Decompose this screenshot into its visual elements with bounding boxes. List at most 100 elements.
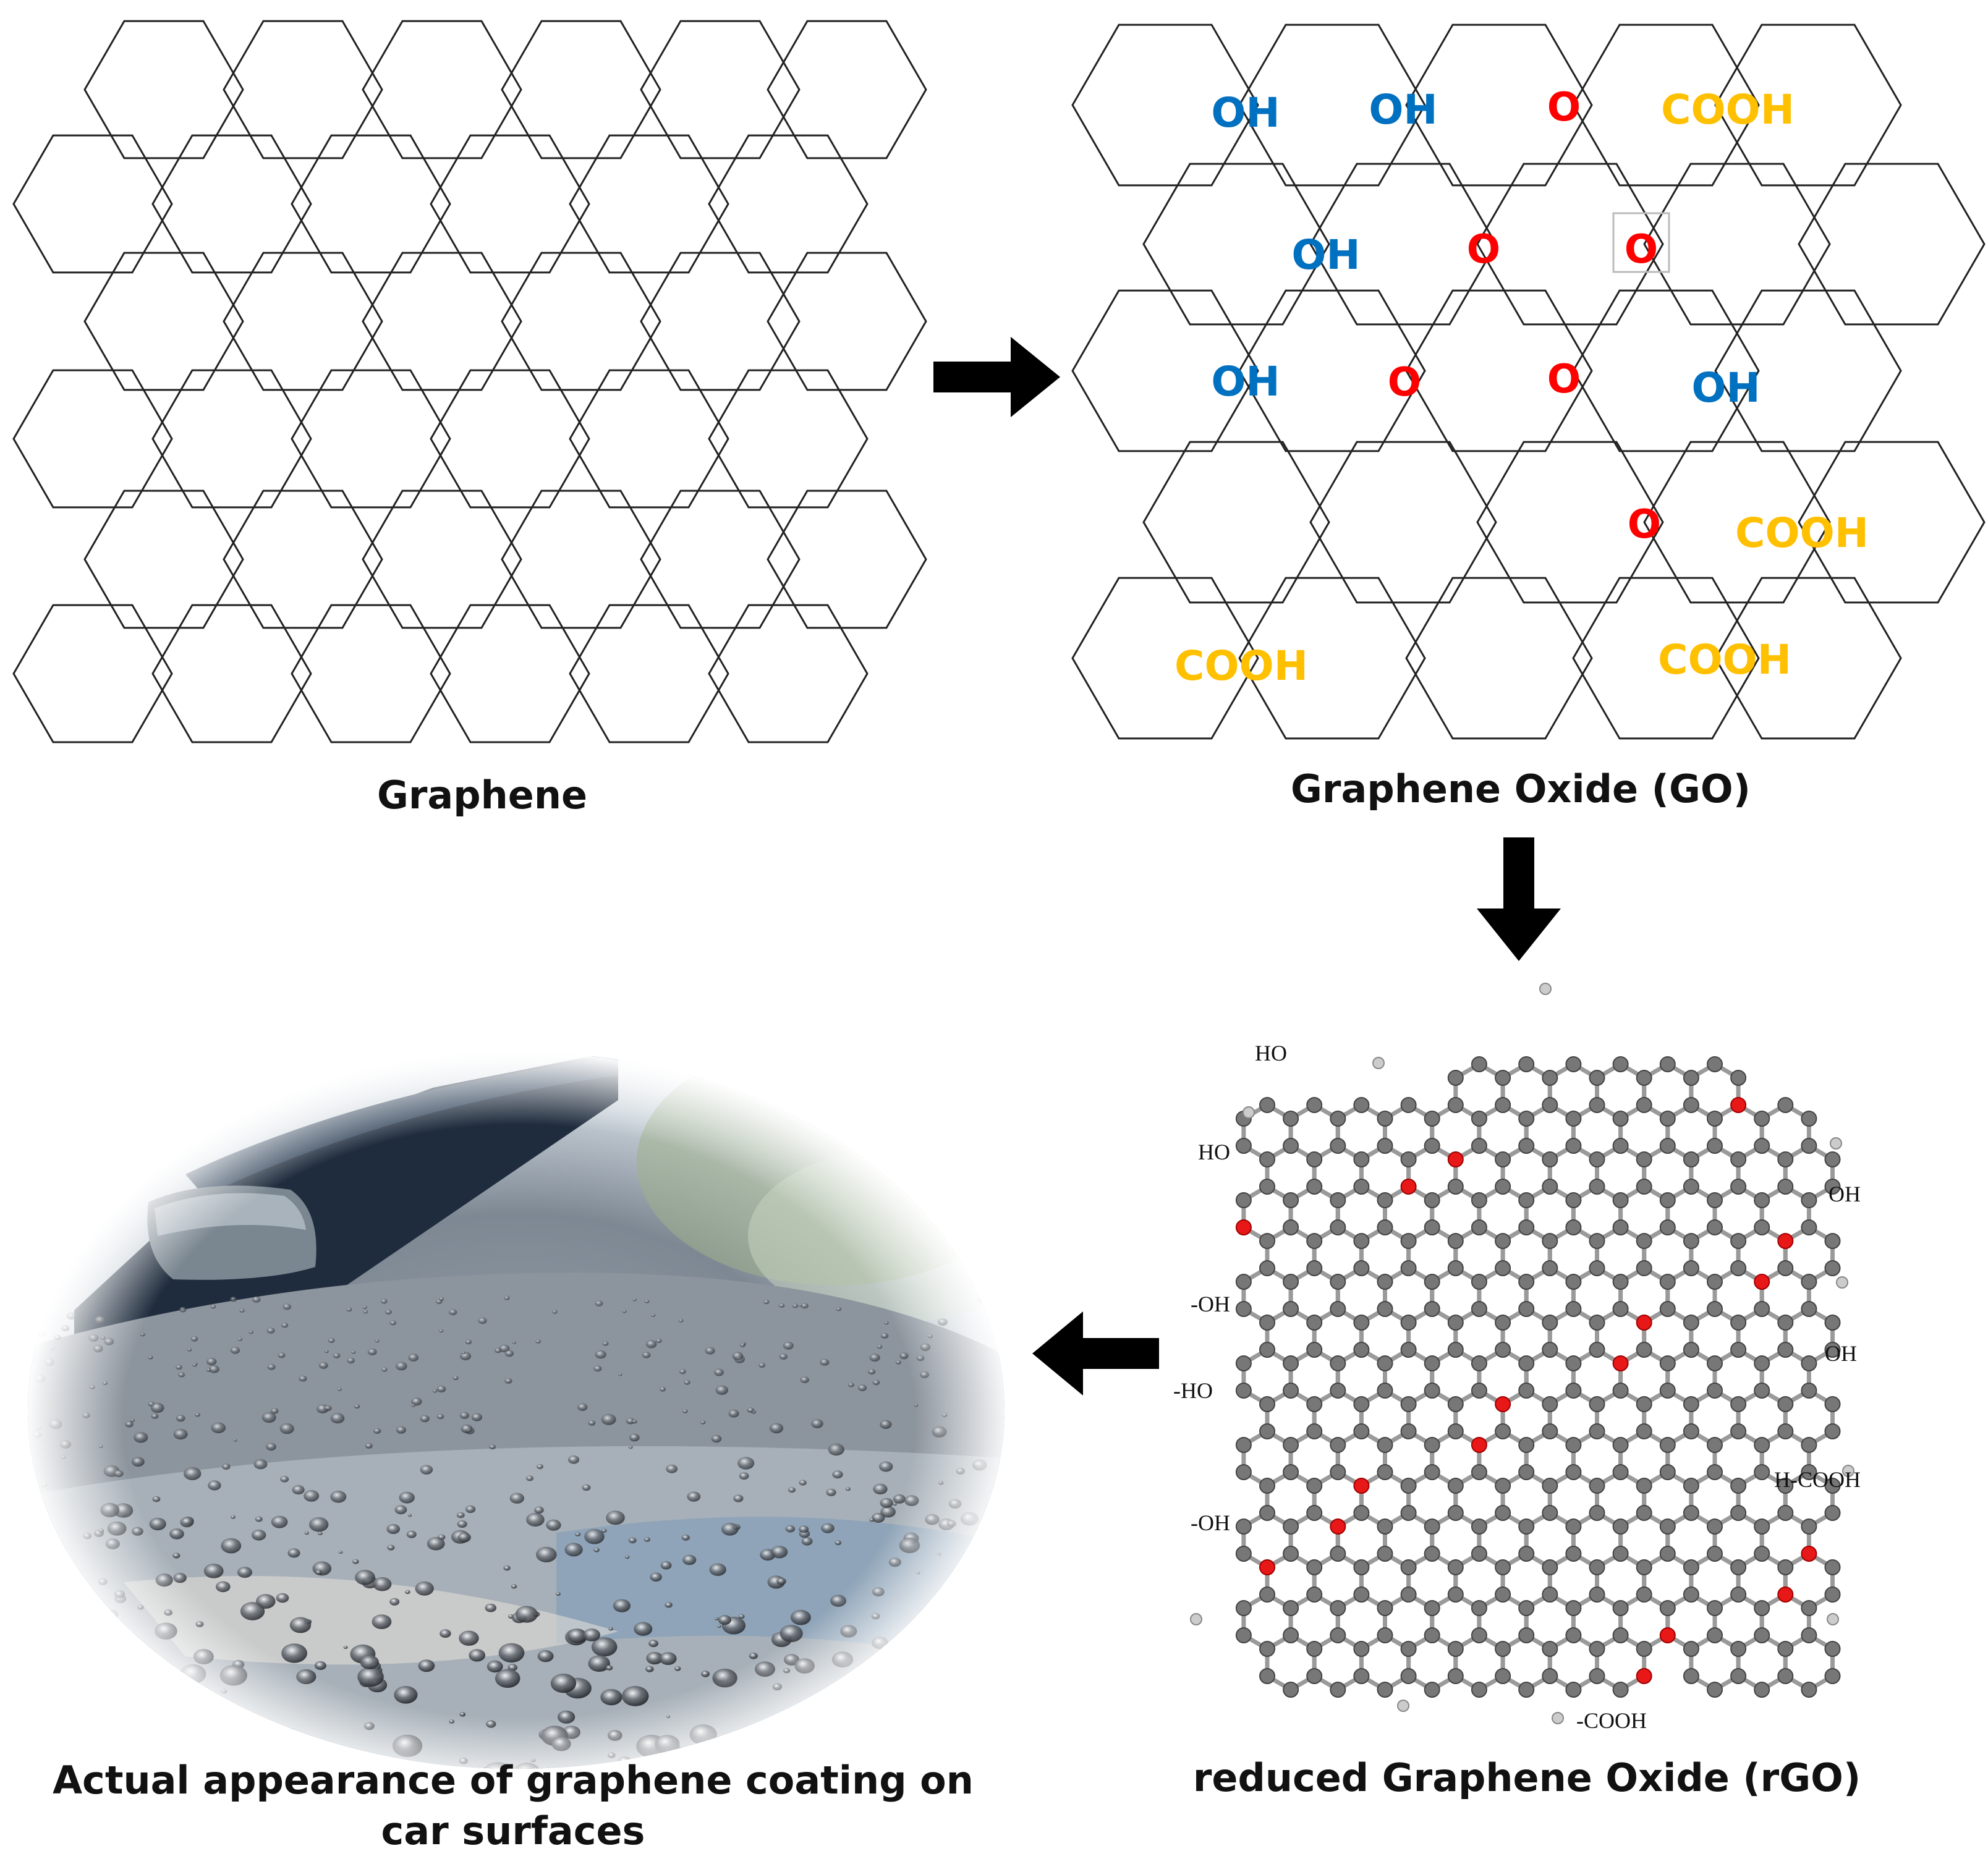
carbon-atom	[1707, 1682, 1723, 1698]
carbon-atom	[1235, 1437, 1252, 1453]
rgo-label-right-1: OH	[1829, 1182, 1861, 1206]
carbon-atom	[1377, 1627, 1393, 1643]
carbon-atom	[1377, 1518, 1393, 1535]
carbon-atom	[1542, 1260, 1558, 1276]
carbon-atom	[1471, 1682, 1487, 1698]
hydrogen-atom	[1190, 1613, 1202, 1625]
carbon-atom	[1353, 1641, 1370, 1657]
water-droplet	[213, 1724, 242, 1747]
carbon-atom	[1306, 1505, 1323, 1521]
water-droplet	[81, 1680, 103, 1698]
carbon-atom	[1495, 1559, 1511, 1575]
rgo-molecule: HO HO -OH -HO -OH OH OH H-COOH -COOH	[1173, 983, 1861, 1733]
carbon-atom	[1683, 1668, 1699, 1684]
carbon-atom	[1636, 1478, 1652, 1494]
carbon-atom	[1589, 1641, 1605, 1657]
carbon-atom	[1636, 1396, 1652, 1412]
carbon-atom	[1306, 1396, 1323, 1412]
carbon-atom	[1612, 1627, 1629, 1643]
carbon-atom	[1707, 1627, 1723, 1643]
graphene-oxide-hexagon	[1405, 289, 1593, 452]
water-droplet	[64, 1575, 79, 1586]
carbon-atom	[1683, 1586, 1699, 1603]
water-droplet	[242, 1716, 250, 1722]
water-droplet	[921, 1656, 936, 1667]
caption-rgo: reduced Graphene Oxide (rGO)	[1192, 1755, 1861, 1800]
water-droplet	[961, 1664, 980, 1679]
carbon-atom	[1659, 1111, 1676, 1127]
water-droplet	[138, 1730, 162, 1748]
carbon-atom	[1471, 1355, 1487, 1371]
carbon-atom	[1683, 1641, 1699, 1657]
carbon-atom	[1424, 1301, 1440, 1317]
carbon-atom	[1707, 1355, 1723, 1371]
carbon-atom	[1306, 1233, 1323, 1249]
carbon-atom	[1565, 1355, 1582, 1371]
carboxyl-group-label: COOH	[1735, 509, 1869, 557]
carbon-atom	[1754, 1383, 1770, 1399]
carbon-atom	[1683, 1151, 1699, 1167]
carbon-atom	[1330, 1546, 1346, 1562]
carbon-atom	[1518, 1600, 1535, 1616]
carbon-atom	[1306, 1559, 1323, 1575]
carbon-atom	[1377, 1383, 1393, 1399]
carbon-atom	[1730, 1423, 1747, 1439]
carbon-atom	[1306, 1315, 1323, 1331]
carbon-atom	[1636, 1423, 1652, 1439]
carbon-atom	[1707, 1219, 1723, 1235]
carbon-atom	[1377, 1546, 1393, 1562]
carbon-atom	[1754, 1518, 1770, 1535]
carbon-atom	[1707, 1546, 1723, 1562]
carbon-atom	[1777, 1315, 1794, 1331]
carbon-atom	[1377, 1138, 1393, 1154]
graphene-hexagon	[640, 489, 801, 629]
graphene-hexagon	[151, 134, 312, 274]
carbon-atom	[1330, 1219, 1346, 1235]
graphene-hexagon	[501, 20, 661, 159]
carbon-atom	[1518, 1056, 1535, 1072]
carbon-atom	[1306, 1423, 1323, 1439]
carbon-atom	[1259, 1342, 1275, 1358]
carbon-atom	[1589, 1260, 1605, 1276]
carbon-atom	[1259, 1151, 1275, 1167]
graphene-hexagon	[362, 252, 522, 391]
carbon-atom	[1612, 1111, 1629, 1127]
caption-car-photo: Actual appearance of graphene coating on…	[53, 1758, 974, 1853]
carbon-atom	[1306, 1179, 1323, 1195]
graphene-hexagon	[83, 489, 244, 629]
carbon-atom	[1377, 1192, 1393, 1208]
carbon-atom	[1495, 1641, 1511, 1657]
rgo-label-bottom: -COOH	[1576, 1708, 1647, 1733]
carbon-atom	[1565, 1192, 1582, 1208]
carbon-atom	[1259, 1315, 1275, 1331]
carbon-atom	[1400, 1559, 1417, 1575]
carbon-atom	[1235, 1138, 1252, 1154]
graphene-hexagon	[767, 252, 927, 391]
carbon-atom	[1589, 1505, 1605, 1521]
carbon-atom	[1636, 1179, 1652, 1195]
carbon-atom	[1283, 1627, 1299, 1643]
graphene-oxide-hexagon	[1643, 163, 1831, 326]
carbon-atom	[1659, 1600, 1676, 1616]
graphene-oxide-hexagon	[1476, 441, 1664, 604]
rgo-label-left-2: -OH	[1191, 1292, 1230, 1316]
graphene-hexagon	[767, 489, 927, 629]
carbon-atom	[1683, 1505, 1699, 1521]
carbon-atom	[1518, 1437, 1535, 1453]
graphene-oxide-hexagon	[1405, 23, 1593, 187]
oxygen-atom	[1330, 1518, 1346, 1535]
carbon-atom	[1377, 1600, 1393, 1616]
graphene-oxide-hexagon	[1714, 577, 1902, 740]
carbon-atom	[1824, 1641, 1841, 1657]
hydroxyl-group-label: OH	[1691, 364, 1760, 412]
carbon-atom	[1636, 1586, 1652, 1603]
carbon-atom	[1424, 1682, 1440, 1698]
carbon-atom	[1636, 1151, 1652, 1167]
carbon-atom	[1447, 1586, 1464, 1603]
hydrogen-atom	[1842, 1465, 1854, 1477]
graphene-hexagon	[767, 20, 927, 159]
carbon-atom	[1612, 1518, 1629, 1535]
carbon-atom	[1707, 1138, 1723, 1154]
carbon-atom	[1447, 1668, 1464, 1684]
carbon-atom	[1353, 1505, 1370, 1521]
